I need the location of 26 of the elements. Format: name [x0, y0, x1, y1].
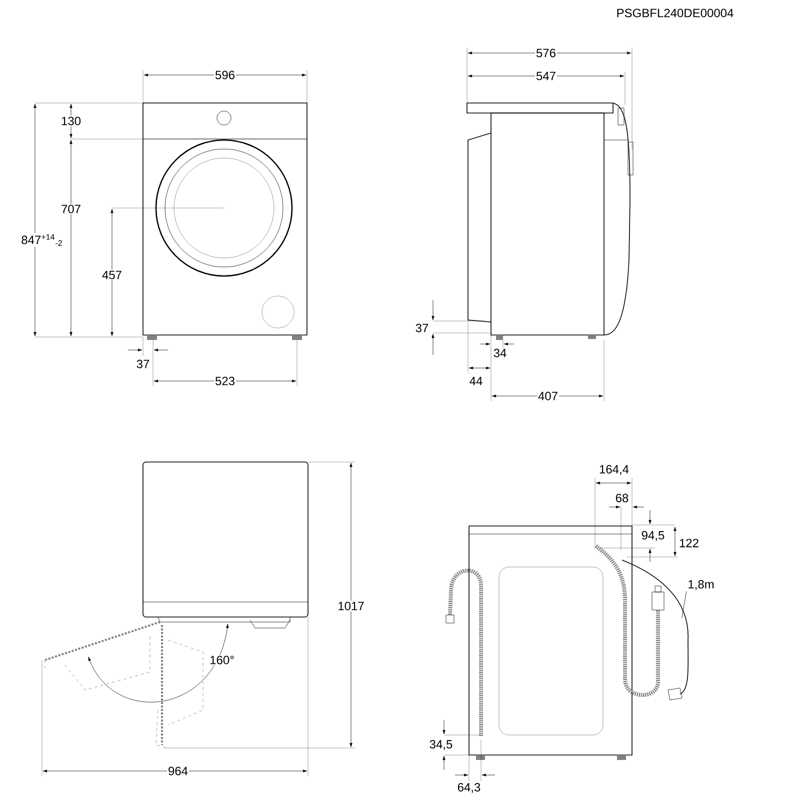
dimension-label: 964	[167, 766, 190, 776]
dimension-label: 37	[135, 358, 151, 370]
power-cable-drawing	[622, 560, 689, 700]
dimension-label: 523	[214, 376, 236, 386]
dimension-label: 407	[537, 390, 560, 402]
dimension-label: 64,3	[456, 782, 482, 794]
dimension-label: 707	[60, 204, 82, 214]
angle-label: 160°	[208, 654, 236, 666]
dimension-label: 576	[535, 48, 558, 58]
leader-line	[682, 590, 687, 618]
dimension-label: 547	[535, 70, 558, 82]
dimension-label: 34	[492, 348, 508, 358]
dimension-label: 457	[101, 270, 123, 280]
dimension-label: 1017	[336, 600, 366, 612]
dimension-label: 37	[414, 322, 430, 334]
drawing-number: PSGBFL240DE00004	[615, 8, 735, 18]
dimension-label: 164,4	[598, 464, 630, 476]
dimension-label: 68	[614, 492, 630, 504]
dimension-label: 94,5	[640, 530, 666, 542]
dimension-label: 596	[214, 70, 236, 80]
dimension-label: 122	[678, 538, 700, 548]
dimension-label: 44	[468, 376, 484, 386]
dimension-label: 34,5	[428, 739, 454, 751]
dimension-label: 847$^{+14}$-2	[20, 233, 64, 247]
dimension-label: 130	[60, 116, 82, 126]
length-label: 1,8m	[686, 579, 716, 591]
